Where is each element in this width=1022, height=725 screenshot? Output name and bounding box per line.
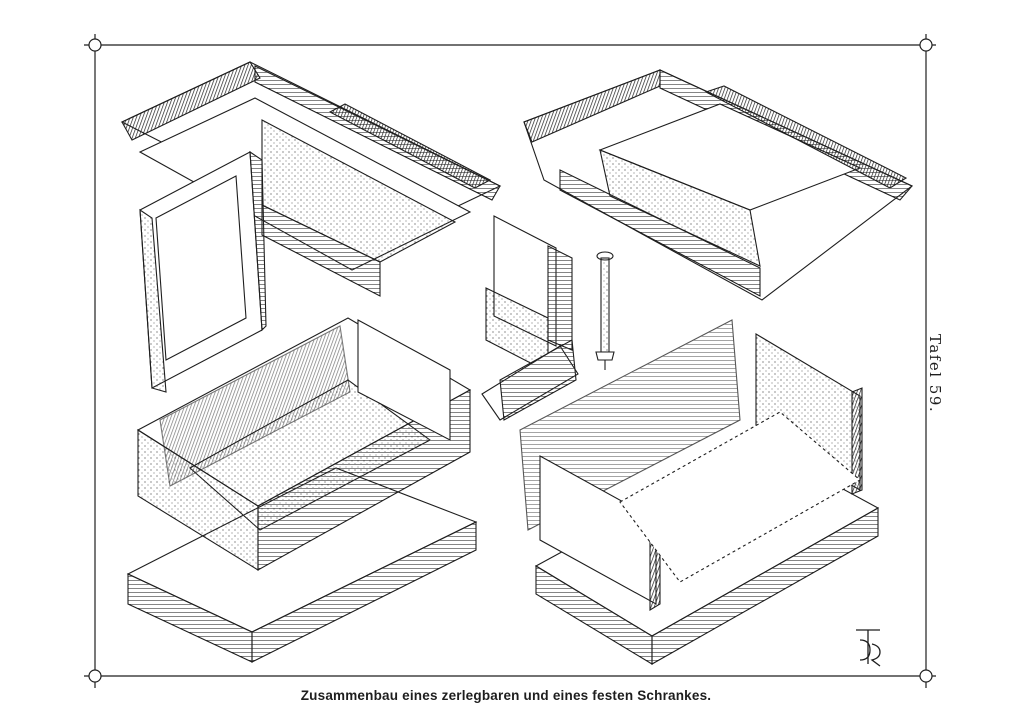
plate-caption-text: Zusammenbau eines zerlegbaren und eines … [300, 688, 712, 703]
plate-number-text: Tafel 59. [926, 334, 944, 414]
figure-corner-joint [481, 215, 579, 421]
figure-cornice-and-panel [120, 61, 502, 393]
figure-cornice-frame [523, 69, 914, 301]
plate-caption: Zusammenbau eines zerlegbaren und eines … [0, 688, 1022, 703]
border-frame [84, 34, 936, 688]
figure-fixed-body [519, 319, 880, 665]
monogram-icon [856, 629, 881, 667]
figure-dismountable-body [126, 317, 478, 663]
figure-bolt [595, 251, 615, 370]
